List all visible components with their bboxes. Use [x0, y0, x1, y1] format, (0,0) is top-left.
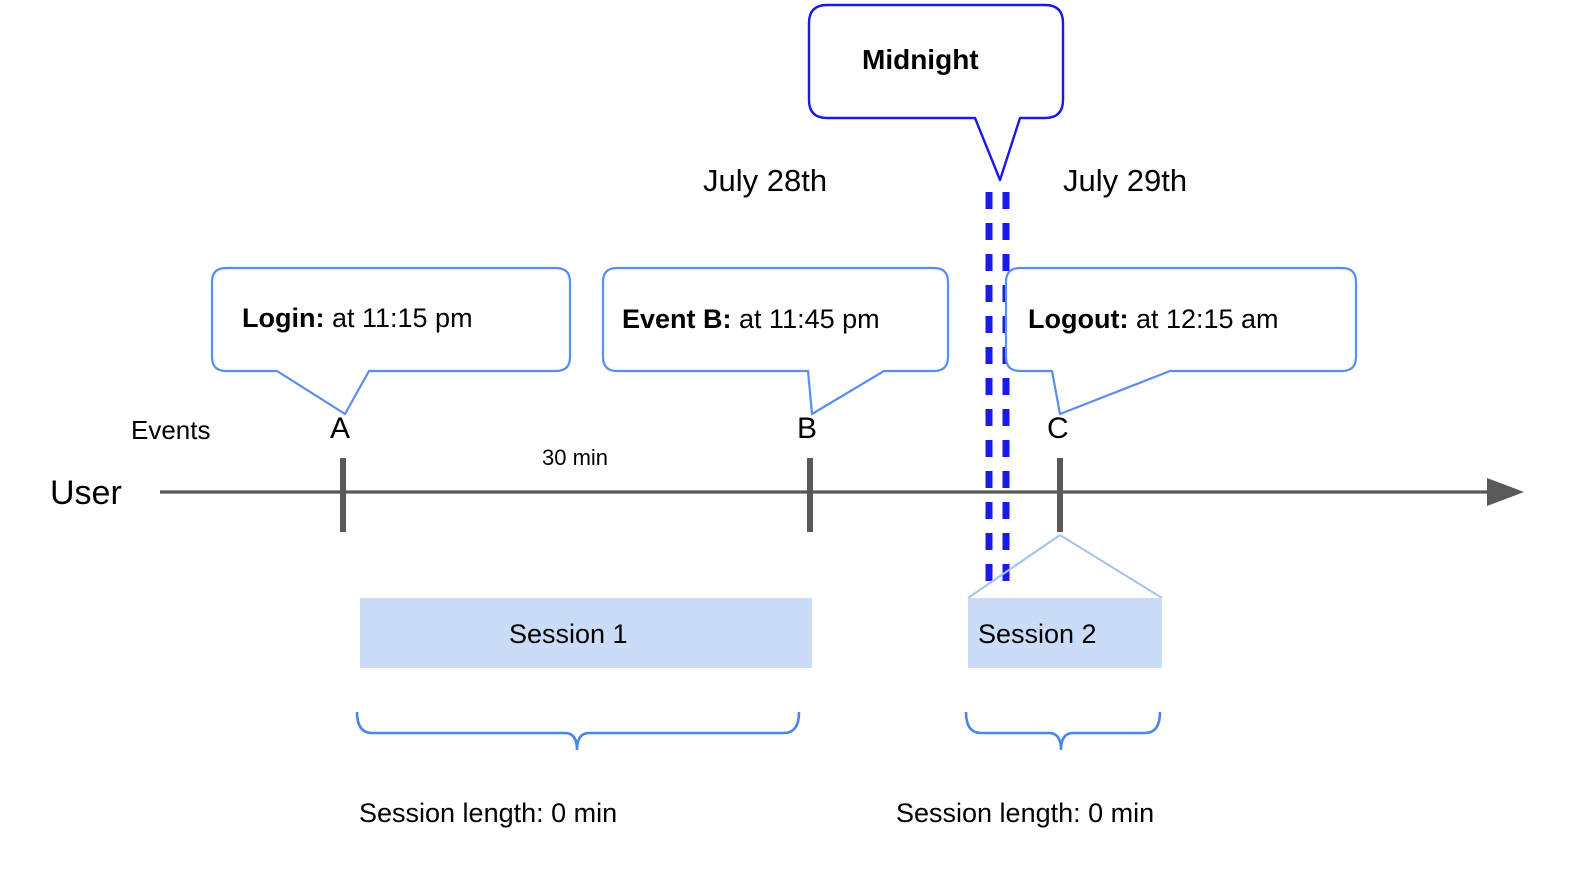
session-2-length-label: Session length: 0 min [896, 798, 1155, 828]
login-callout-bold: Login: [242, 303, 325, 333]
row-label-events: Events [131, 415, 211, 445]
event-marker-b: B [797, 412, 818, 445]
session2-brace [964, 711, 1162, 751]
login-callout-rest: at 11:15 pm [324, 303, 473, 333]
eventb-callout-bold: Event B: [622, 304, 732, 334]
timeline-axis [160, 478, 1524, 506]
row-label-user: User [50, 474, 122, 512]
midnight-divider-lines [985, 192, 1010, 584]
eventb-callout-rest: at 11:45 pm [731, 304, 880, 334]
login-callout-shape [210, 266, 572, 416]
session2-connector [967, 534, 1163, 599]
session-1-length-label: Session length: 0 min [359, 798, 618, 828]
login-callout-label: Login: at 11:15 pm [242, 305, 473, 332]
session-1-label: Session 1 [509, 619, 628, 649]
event-marker-c: C [1047, 412, 1069, 445]
midnight-callout-shape [807, 3, 1065, 182]
eventb-callout-label: Event B: at 11:45 pm [622, 306, 880, 333]
logout-callout-bold: Logout: [1028, 304, 1129, 334]
logout-callout-rest: at 12:15 am [1128, 304, 1279, 334]
date-label-left: July 28th [703, 163, 828, 198]
eventb-callout-shape [601, 266, 950, 416]
event-tick-marks [340, 458, 1063, 532]
session-2-label: Session 2 [978, 619, 1097, 649]
event-marker-a: A [330, 412, 351, 445]
logout-callout-shape [1004, 266, 1358, 416]
gap-duration-label: 30 min [542, 445, 609, 470]
logout-callout-label: Logout: at 12:15 am [1028, 306, 1279, 333]
midnight-label: Midnight [862, 44, 979, 75]
session1-brace [355, 711, 801, 751]
date-label-right: July 29th [1063, 163, 1188, 198]
